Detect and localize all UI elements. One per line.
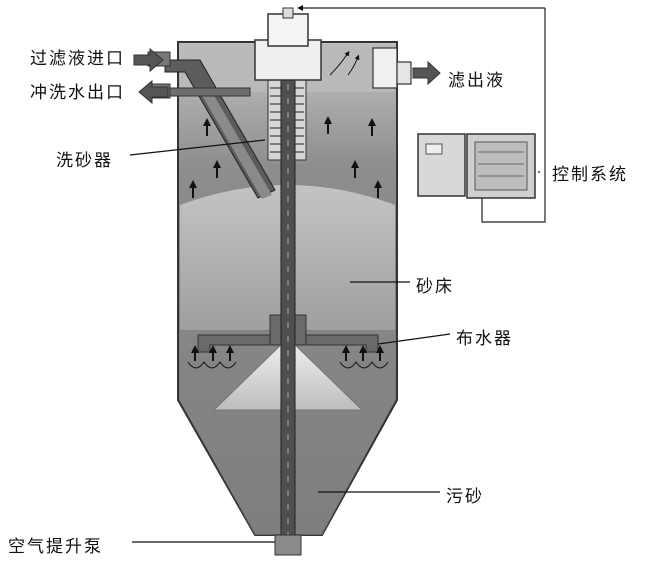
control-panel-icon bbox=[417, 133, 536, 199]
label-sand-washer: 洗砂器 bbox=[56, 151, 113, 171]
label-distributor: 布水器 bbox=[456, 329, 513, 349]
label-sand-bed: 砂床 bbox=[416, 277, 454, 297]
arrow-right-icon bbox=[133, 47, 164, 73]
arrow-up-icon bbox=[189, 116, 384, 361]
label-wash-outlet: 冲洗水出口 bbox=[30, 83, 125, 103]
label-air-lift-pump: 空气提升泵 bbox=[8, 537, 103, 557]
control-lines bbox=[297, 5, 546, 223]
leader-lines bbox=[129, 139, 540, 543]
overflow-weir bbox=[372, 47, 412, 89]
label-inlet: 过滤液进口 bbox=[30, 49, 125, 69]
arrow-right-icon bbox=[412, 60, 441, 86]
arrow-left-icon bbox=[138, 79, 169, 105]
label-control-system: 控制系统 bbox=[552, 165, 628, 185]
air-lift-pipe bbox=[280, 59, 296, 556]
top-head bbox=[254, 7, 322, 81]
label-dirty-sand: 污砂 bbox=[446, 487, 484, 507]
label-filtrate-out: 滤出液 bbox=[448, 71, 505, 91]
